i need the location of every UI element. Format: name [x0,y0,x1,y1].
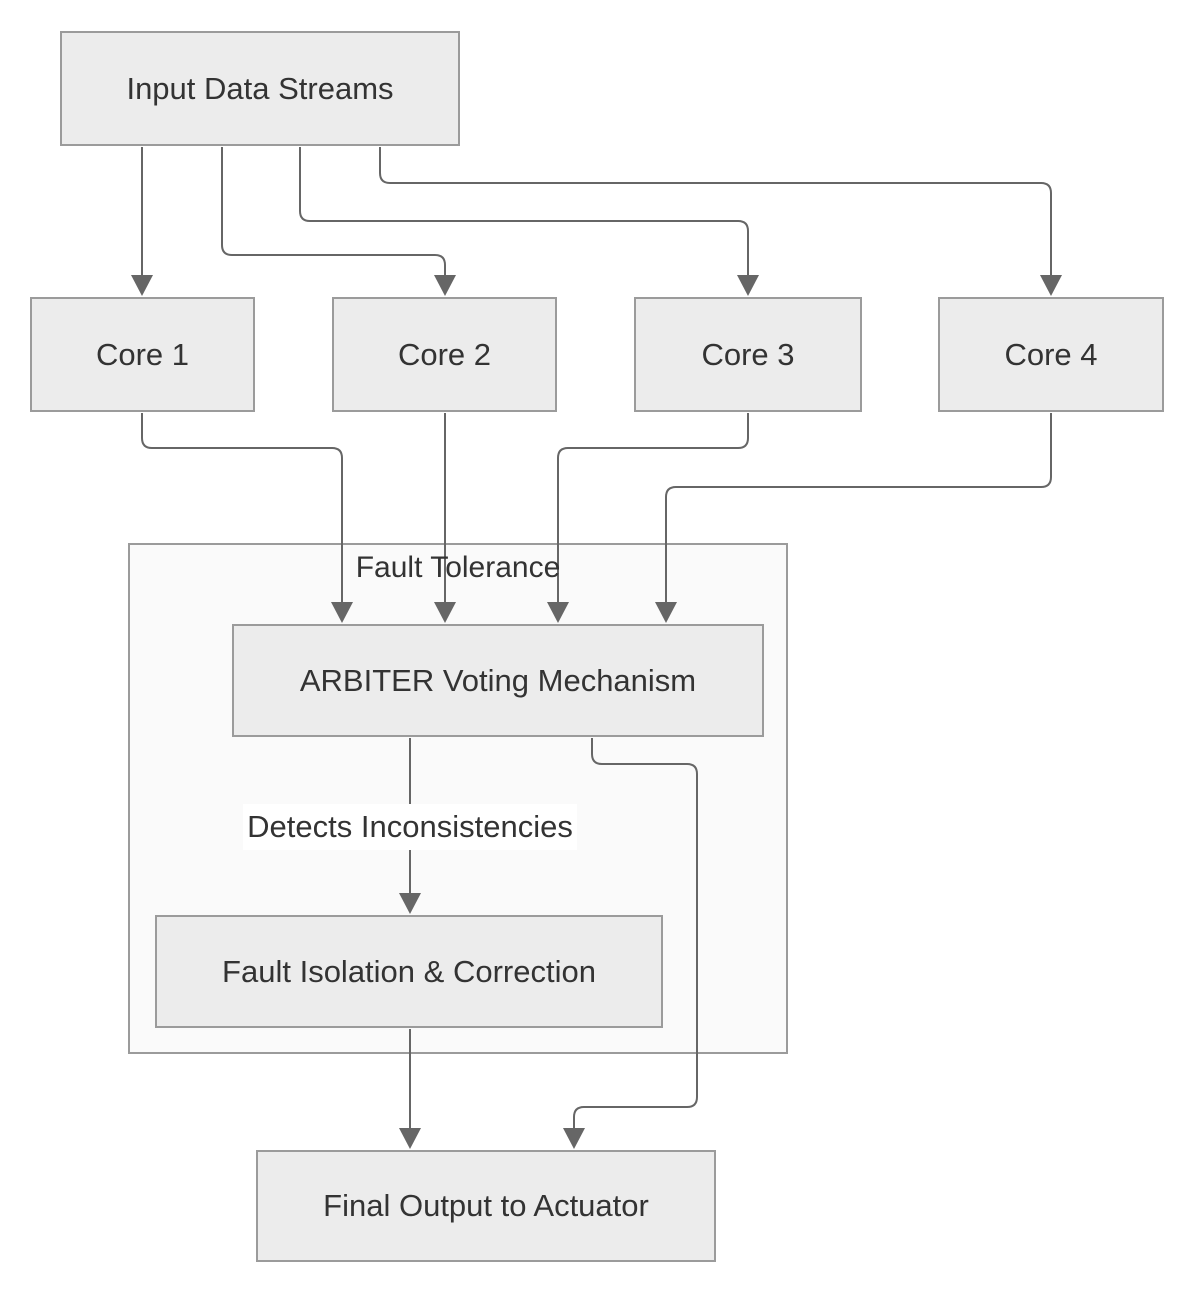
arrowhead-input-core4 [1040,275,1062,296]
node-label: Core 3 [701,336,795,372]
edge-input-core2 [221,147,446,275]
edge-core1-arbiter [141,413,343,602]
node-core-1: Core 1 [30,297,255,412]
node-input-data-streams: Input Data Streams [60,31,460,146]
node-final-output-to-actuator: Final Output to Actuator [256,1150,716,1262]
arrowhead-core2-arbiter [434,602,456,623]
node-core-2: Core 2 [332,297,557,412]
node-label: Fault Isolation & Correction [222,953,596,989]
arrowhead-isolation-final [399,1128,421,1149]
edge-label-detects-inconsistencies: Detects Inconsistencies [243,804,577,850]
edge-core4-arbiter [665,413,1052,602]
arrowhead-core4-arbiter [655,602,677,623]
node-label: Final Output to Actuator [323,1188,649,1223]
node-label: ARBITER Voting Mechanism [299,662,697,698]
edge-core3-arbiter [557,413,749,602]
node-arbiter-voting-mechanism: ARBITER Voting Mechanism [232,624,764,737]
node-label: Core 2 [397,336,492,372]
node-label: Core 1 [95,336,190,372]
edge-input-core3 [299,147,749,275]
arrowhead-input-core1 [131,275,153,296]
node-label: Input Data Streams [126,70,394,106]
arrowhead-input-core3 [737,275,759,296]
edge-input-core4 [379,147,1052,275]
node-core-4: Core 4 [938,297,1164,412]
arrowhead-arbiter-final [563,1128,585,1149]
arrowhead-core3-arbiter [547,602,569,623]
node-fault-isolation-correction: Fault Isolation & Correction [155,915,663,1028]
arrowhead-arbiter-isolation [399,893,421,914]
arrowhead-input-core2 [434,275,456,296]
arrowhead-core1-arbiter [331,602,353,623]
node-core-3: Core 3 [634,297,862,412]
cluster-label-fault-tolerance: Fault Tolerance [355,551,561,584]
edge-arbiter-final [573,738,698,1128]
node-label: Core 4 [1004,336,1098,372]
